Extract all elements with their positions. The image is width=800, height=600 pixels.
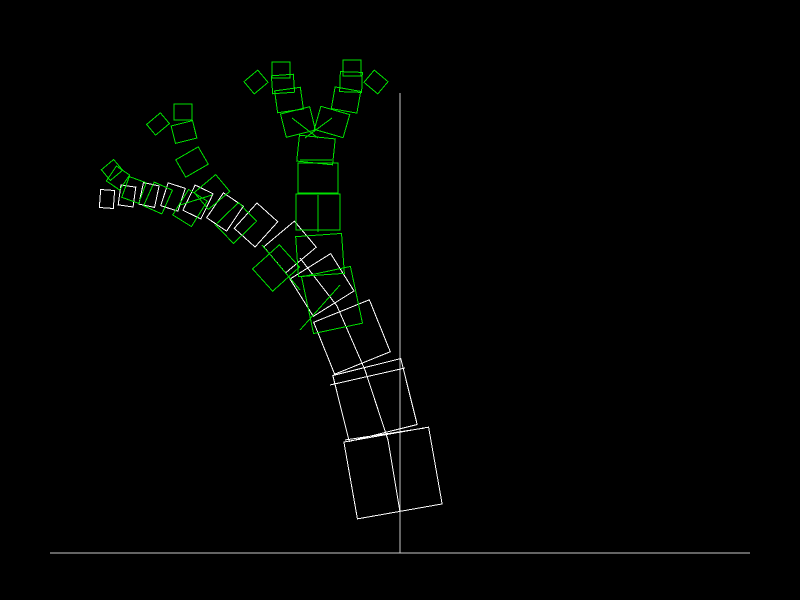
green-segment (170, 120, 198, 144)
green-segment (193, 173, 231, 211)
green-segment (100, 158, 124, 182)
white-segment (98, 188, 116, 210)
white-segment (332, 357, 418, 443)
green-spine (299, 284, 341, 331)
green-segment (173, 103, 193, 121)
green-spine (304, 117, 333, 139)
green-spine (261, 244, 301, 291)
white-skeleton (98, 181, 443, 520)
white-segment (182, 184, 214, 220)
green-segment (270, 73, 296, 95)
green-segment (339, 71, 363, 93)
white-spine (299, 257, 338, 307)
white-segment (233, 202, 279, 248)
white-segment (160, 182, 186, 212)
white-segment (138, 181, 160, 209)
green-segment (175, 146, 209, 178)
green-segment (172, 188, 208, 228)
green-segment (105, 165, 131, 191)
green-spine (291, 117, 319, 139)
white-spine (336, 305, 366, 371)
green-segment (214, 201, 258, 245)
white-spine (364, 369, 389, 441)
white-segment (289, 252, 355, 318)
white-segment (117, 184, 137, 208)
green-segment (271, 61, 291, 79)
white-spine (387, 439, 401, 513)
green-segment (145, 112, 171, 136)
green-segment (363, 69, 389, 95)
green-segment (251, 244, 301, 292)
green-segment (313, 105, 351, 139)
white-spine (329, 367, 406, 386)
green-segment (295, 232, 345, 278)
green-segment (121, 175, 147, 205)
white-segment (205, 192, 245, 232)
green-segment (297, 162, 339, 194)
green-segment (142, 181, 174, 215)
green-segment (330, 86, 362, 114)
green-segment (300, 265, 364, 335)
green-segment (274, 86, 304, 114)
white-spine (344, 427, 426, 441)
green-spine (179, 194, 213, 206)
green-skeleton (100, 59, 389, 335)
green-segment (243, 69, 269, 95)
white-segment (313, 299, 391, 375)
green-segment (342, 59, 362, 77)
